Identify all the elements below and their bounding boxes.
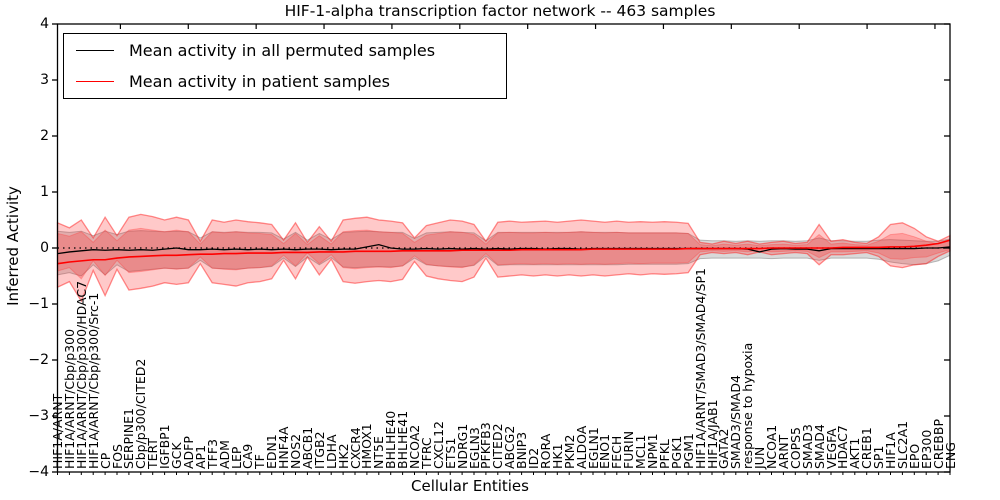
x-tick-label: AP1 [192,444,208,469]
x-tick-label: ABCB1 [299,426,315,469]
legend-entry-permuted: Mean activity in all permuted samples [64,35,506,65]
x-tick-label: PGK1 [668,435,684,469]
x-tick-label: ENG [942,442,958,469]
y-tick-label: 1 [40,184,49,200]
x-tick-label: LDHA [323,434,339,469]
black-line-sample [76,49,114,51]
y-tick-label: −1 [28,296,49,312]
x-tick-label: SLC2A1 [894,420,910,469]
y-tick-label: 2 [40,128,49,144]
y-tick-label: −2 [28,352,49,368]
chart-title: HIF-1-alpha transcription factor network… [284,2,716,20]
legend-box: Mean activity in all permuted samples Me… [63,33,507,99]
x-axis-label: Cellular Entities [411,477,529,495]
patient-mean-line [57,239,951,265]
x-tick-label: HK1 [549,443,565,469]
x-tick-label: ITGB2 [311,431,327,469]
x-tick-label: SMAD4 [811,424,827,469]
y-tick-label: 0 [40,240,49,256]
x-tick-label: CREBBP [930,419,946,469]
y-tick-label: 3 [40,72,49,88]
y-tick-label: −3 [28,408,49,424]
legend-label: Mean activity in patient samples [129,72,390,92]
x-tick-label: RORA [537,433,553,469]
x-tick-label: CXCL12 [430,421,446,469]
y-tick-label: −4 [28,464,49,480]
legend-label: Mean activity in all permuted samples [129,40,436,60]
x-tick-label: EPO [906,443,922,469]
permuted-mean-line [57,243,951,255]
x-tick-label: TFF3 [204,439,220,469]
legend-entry-patient: Mean activity in patient samples [64,67,506,97]
x-tick-label: HIF1A/ARNT/Cbp/p300/Src-1 [85,292,101,469]
x-tick-label: ADFP [180,436,196,469]
red-line-sample [76,81,114,83]
x-tick-label: PFKL [656,439,672,469]
y-tick-label: 4 [40,16,49,32]
x-tick-label: ADM [216,440,232,469]
x-tick-label: CP [97,452,113,469]
